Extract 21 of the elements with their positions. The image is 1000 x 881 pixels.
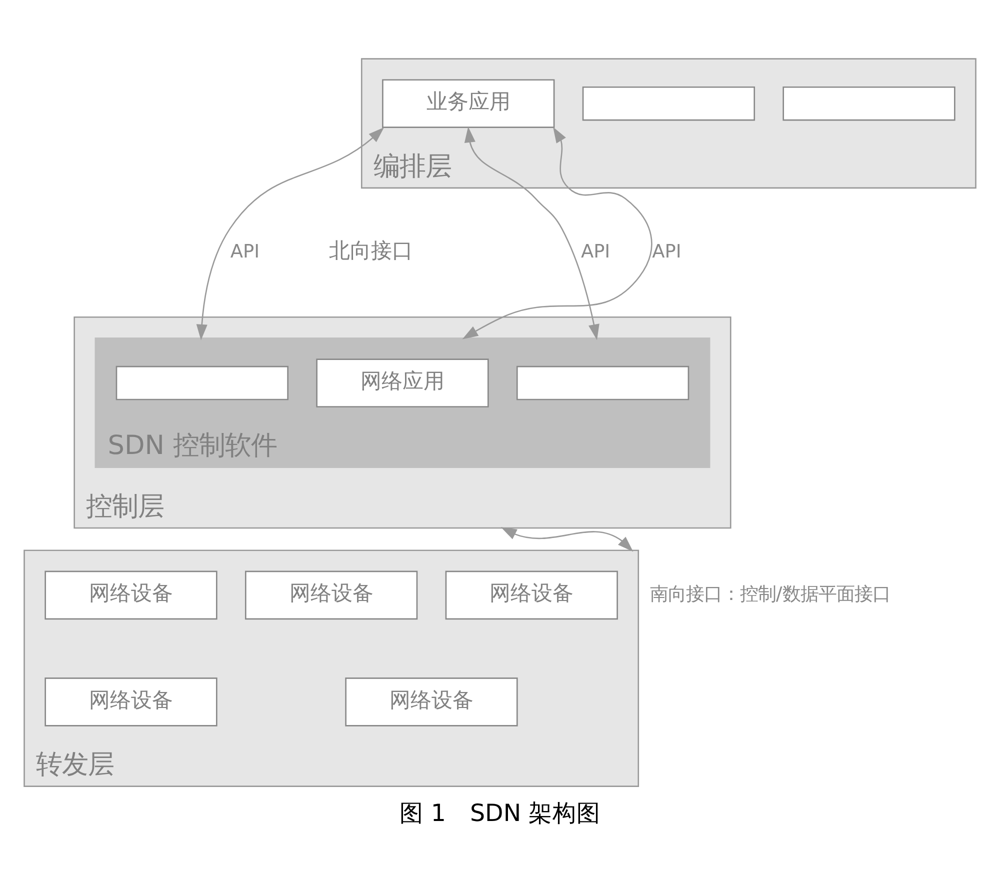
node-box: [782, 86, 956, 120]
edge-label: API: [580, 240, 610, 262]
node-box: 网络设备: [245, 570, 418, 620]
arrow: [464, 126, 600, 340]
node-box: 网络设备: [44, 677, 218, 726]
node-box: [582, 86, 755, 120]
node-box: 业务应用: [382, 78, 555, 128]
node-box: [516, 365, 690, 400]
node-box: 网络设备: [44, 570, 218, 620]
caption: 图 1 SDN 架构图: [399, 798, 601, 827]
arrow: [196, 126, 384, 340]
label: 北向接口: [328, 237, 413, 262]
edge-label: API: [652, 240, 682, 262]
node-box: 网络设备: [445, 570, 618, 620]
edge-label: 南向接口：控制/数据平面接口: [650, 584, 890, 605]
edge-label: API: [230, 240, 260, 262]
arrow: [462, 126, 652, 339]
node-box: 网络应用: [316, 358, 489, 407]
node-box: 网络设备: [345, 677, 518, 726]
arrow: [500, 526, 634, 552]
node-box: [116, 365, 288, 400]
